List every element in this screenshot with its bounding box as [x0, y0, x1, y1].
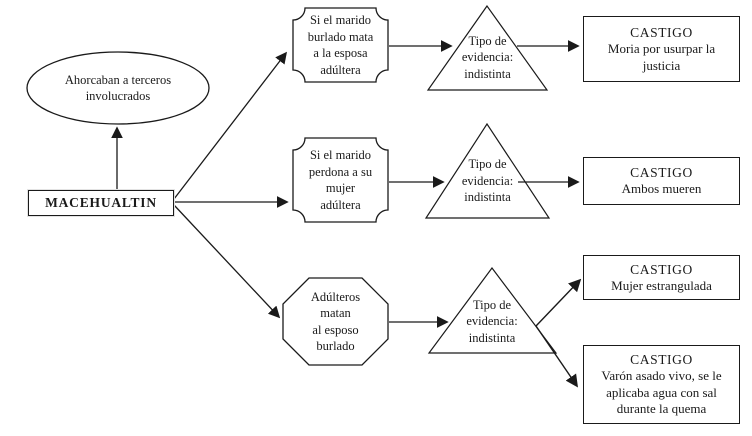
plaque-node-outline-branch1: [292, 7, 389, 83]
castigo-text: Ambos mueren: [621, 181, 702, 197]
castigo-text: Varón asado vivo, se le aplicaba agua co…: [601, 368, 722, 417]
connector-evidence3-to-castigo-varon: [535, 325, 578, 388]
castigo-node-branch2: CASTIGO Ambos mueren: [583, 157, 740, 205]
castigo-title: CASTIGO: [630, 352, 693, 368]
ellipse-node-outline: [26, 51, 210, 125]
castigo-node-branch3-varon: CASTIGO Varón asado vivo, se le aplicaba…: [583, 345, 740, 424]
castigo-text: Mujer estrangulada: [611, 277, 712, 293]
evidence-node-branch1-label: Tipo de evidencia: indistinta: [461, 33, 514, 81]
condition-node-branch1-label: Si el marido burlado mata a la esposa ad…: [307, 13, 374, 77]
connector-root-to-branch3: [173, 204, 281, 319]
condition-node-branch3-label: Adúlteros matan al esposo burlado: [310, 289, 361, 354]
castigo-title: CASTIGO: [630, 25, 693, 40]
evidence-node-branch2-label: Tipo de evidencia: indistinta: [461, 157, 514, 205]
castigo-title: CASTIGO: [630, 261, 693, 277]
root-node-label: MACEHUALTIN: [45, 195, 157, 210]
triangle-node-outline-branch3: [427, 266, 558, 354]
triangle-node-outline-branch2: [424, 122, 551, 219]
castigo-title: CASTIGO: [630, 165, 693, 181]
castigo-text: Moria por usurpar la justicia: [607, 41, 716, 73]
connector-root-to-branch1: [173, 51, 287, 200]
ellipse-node-label: Ahorcaban a terceros involucrados: [64, 72, 172, 104]
condition-node-branch2-label: Si el marido perdona a su mujer adúltera: [308, 148, 373, 212]
plaque-node-outline-branch2: [292, 137, 389, 223]
root-node: MACEHUALTIN: [28, 190, 174, 216]
castigo-node-branch3-mujer: CASTIGO Mujer estrangulada: [583, 255, 740, 300]
evidence-node-branch3-label: Tipo de evidencia: indistinta: [466, 297, 518, 345]
connector-evidence3-to-castigo-mujer: [535, 278, 582, 327]
castigo-node-branch1: CASTIGO Moria por usurpar la justicia: [583, 16, 740, 82]
octagon-node-outline-branch3: [282, 277, 389, 366]
triangle-node-outline-branch1: [426, 4, 549, 91]
